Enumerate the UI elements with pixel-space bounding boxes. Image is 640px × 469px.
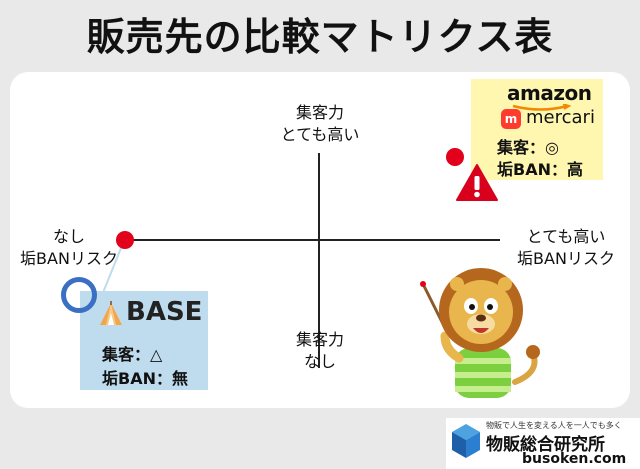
axis-label-top: 集客力 とても高い (280, 103, 360, 144)
amazon-line-2: 垢BAN：高 (497, 160, 583, 179)
base-line-1: 集客：△ (102, 345, 163, 364)
horizontal-axis (125, 239, 500, 241)
circle-icon (61, 277, 97, 313)
vertical-axis (318, 153, 320, 368)
amazon-mercari-box: amazon m mercari 集客：◎ 垢BAN：高 (471, 79, 603, 180)
left-red-dot (116, 231, 134, 249)
busoken-logo (452, 424, 480, 458)
warning-icon (456, 164, 498, 201)
mercari-logo: mercari (526, 107, 595, 128)
axis-label-right: とても高い 垢BANリスク (517, 227, 615, 268)
amazon-smile-icon (512, 104, 571, 111)
top-right-red-dot (446, 148, 464, 166)
base-box: BASE 集客：△ 垢BAN：無 (80, 291, 208, 390)
axis-label-left: なし 垢BANリスク (20, 227, 118, 268)
page-title: 販売先の比較マトリクス表 (86, 15, 554, 59)
base-logo: BASE (126, 297, 203, 327)
tent-icon (100, 301, 122, 325)
lion-mascot (420, 268, 540, 398)
amazon-line-1: 集客：◎ (497, 138, 559, 157)
footer-brand: 物販で人生を変える人を一人でも多く 物販総合研究所 busoken.com (446, 418, 640, 469)
mercari-icon: m (501, 109, 521, 129)
amazon-logo: amazon (507, 81, 592, 105)
base-line-2: 垢BAN：無 (102, 369, 188, 388)
axis-label-bottom: 集客力 なし (295, 330, 344, 371)
footer-tagline: 物販で人生を変える人を一人でも多く (486, 421, 622, 430)
footer-url: busoken.com (522, 451, 627, 467)
footer-company-name: 物販総合研究所 (486, 435, 605, 455)
